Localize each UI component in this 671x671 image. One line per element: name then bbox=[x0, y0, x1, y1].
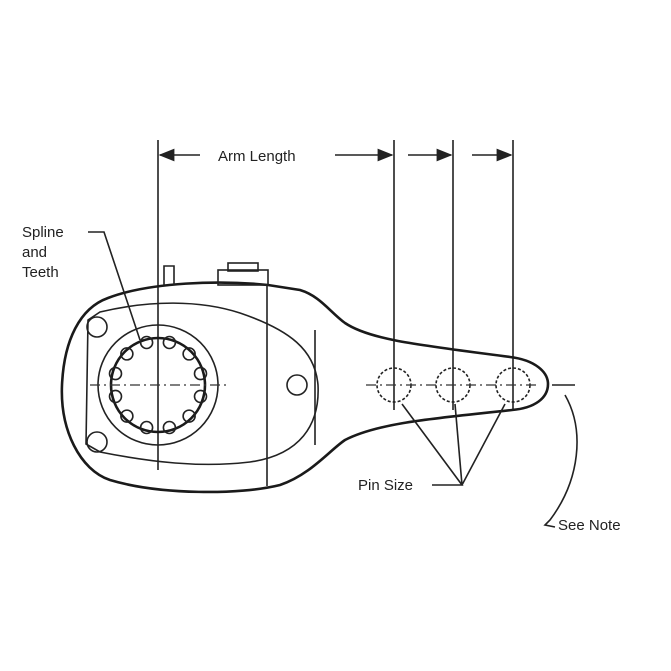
grease-fitting-icon bbox=[163, 265, 175, 285]
pin-holes bbox=[366, 367, 575, 403]
spline-tooth bbox=[108, 366, 123, 381]
spline-tooth bbox=[162, 335, 177, 350]
see-note-label: See Note bbox=[558, 517, 621, 534]
spline-tooth bbox=[120, 409, 134, 423]
spline-tooth bbox=[108, 389, 123, 404]
extension-lines bbox=[157, 140, 514, 470]
spline-tooth bbox=[162, 420, 177, 435]
leader-lines bbox=[88, 231, 578, 528]
spline-label-line3: Teeth bbox=[22, 264, 59, 281]
spline-tooth bbox=[182, 409, 196, 423]
mounting-holes bbox=[86, 316, 308, 453]
spline-tooth bbox=[182, 347, 196, 361]
spline-tooth bbox=[120, 347, 134, 361]
arm-length-label: Arm Length bbox=[218, 148, 296, 165]
adjusting-nut-icon bbox=[217, 269, 269, 286]
spline-tooth bbox=[193, 366, 208, 381]
spline-tooth bbox=[139, 420, 154, 435]
spline-label-line2: and bbox=[22, 244, 47, 261]
spline-tooth bbox=[139, 335, 154, 350]
spline-hub bbox=[90, 324, 230, 446]
slack-adjuster-body bbox=[60, 262, 550, 494]
spline-tooth bbox=[193, 389, 208, 404]
pin-size-label: Pin Size bbox=[358, 477, 413, 494]
spline-label-line1: Spline bbox=[22, 224, 64, 241]
